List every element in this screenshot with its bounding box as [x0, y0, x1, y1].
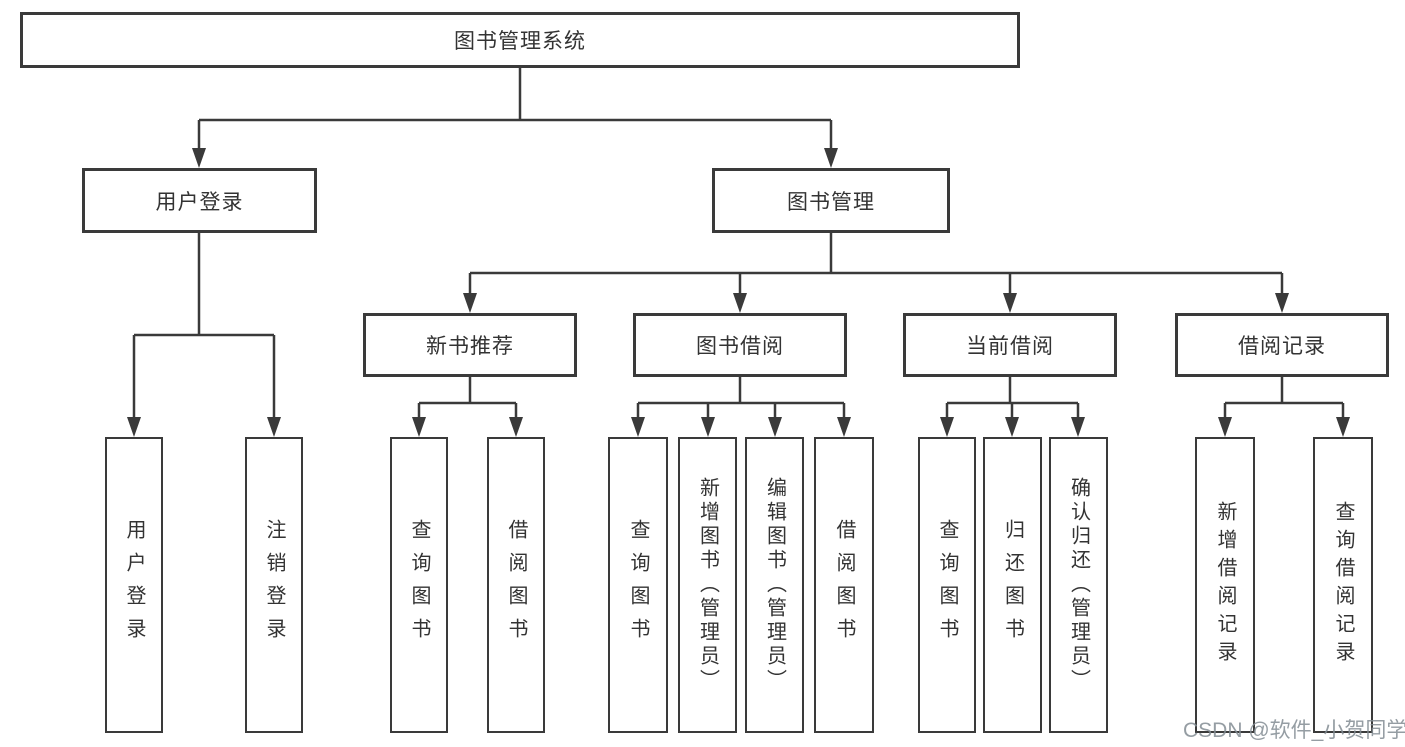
leaf-borrow-query-book-label: 查询图书 — [627, 519, 649, 651]
node-root-label: 图书管理系统 — [454, 30, 586, 53]
leaf-return-book-label: 归还图书 — [1001, 519, 1024, 651]
node-book-borrow: 图书借阅 — [633, 313, 847, 377]
leaf-add-borrow-record: 新增借阅记录 — [1195, 437, 1255, 733]
node-current-borrow-label: 当前借阅 — [966, 335, 1054, 358]
leaf-confirm-return-admin-label: 确认归还（管理员） — [1067, 477, 1090, 693]
node-new-book-recommend: 新书推荐 — [363, 313, 577, 377]
watermark-text: CSDN @软件_小贺同学 — [1183, 719, 1405, 742]
leaf-borrow-query-book: 查询图书 — [608, 437, 668, 733]
leaf-add-book-admin: 新增图书（管理员） — [678, 437, 737, 733]
leaf-add-book-admin-label: 新增图书（管理员） — [696, 477, 719, 693]
node-root: 图书管理系统 — [20, 12, 1020, 68]
leaf-logout-label: 注销登录 — [263, 519, 285, 651]
leaf-add-borrow-record-label: 新增借阅记录 — [1214, 501, 1236, 669]
leaf-newbook-borrow-book: 借阅图书 — [487, 437, 545, 733]
leaf-user-login-label: 用户登录 — [123, 519, 145, 651]
leaf-user-login: 用户登录 — [105, 437, 163, 733]
node-borrow-record: 借阅记录 — [1175, 313, 1389, 377]
node-user-login: 用户登录 — [82, 168, 317, 233]
leaf-confirm-return-admin: 确认归还（管理员） — [1049, 437, 1108, 733]
node-user-login-label: 用户登录 — [155, 190, 244, 214]
tree-edges — [132, 68, 1345, 418]
leaf-newbook-query-book: 查询图书 — [390, 437, 448, 733]
leaf-edit-book-admin-label: 编辑图书（管理员） — [763, 477, 786, 693]
leaf-current-query-book-label: 查询图书 — [936, 519, 958, 651]
leaf-query-borrow-record: 查询借阅记录 — [1313, 437, 1373, 733]
node-book-borrow-label: 图书借阅 — [696, 335, 784, 358]
leaf-newbook-borrow-book-label: 借阅图书 — [505, 519, 527, 651]
leaf-current-query-book: 查询图书 — [918, 437, 976, 733]
leaf-borrow-borrow-book-label: 借阅图书 — [833, 519, 855, 651]
node-new-book-recommend-label: 新书推荐 — [426, 335, 514, 358]
leaf-edit-book-admin: 编辑图书（管理员） — [745, 437, 804, 733]
node-book-management: 图书管理 — [712, 168, 950, 233]
node-current-borrow: 当前借阅 — [903, 313, 1117, 377]
leaf-newbook-query-book-label: 查询图书 — [408, 519, 430, 651]
leaf-borrow-borrow-book: 借阅图书 — [814, 437, 874, 733]
leaf-query-borrow-record-label: 查询借阅记录 — [1332, 501, 1354, 669]
leaf-return-book: 归还图书 — [983, 437, 1042, 733]
node-borrow-record-label: 借阅记录 — [1238, 335, 1326, 358]
leaf-logout: 注销登录 — [245, 437, 303, 733]
node-book-management-label: 图书管理 — [787, 190, 875, 214]
